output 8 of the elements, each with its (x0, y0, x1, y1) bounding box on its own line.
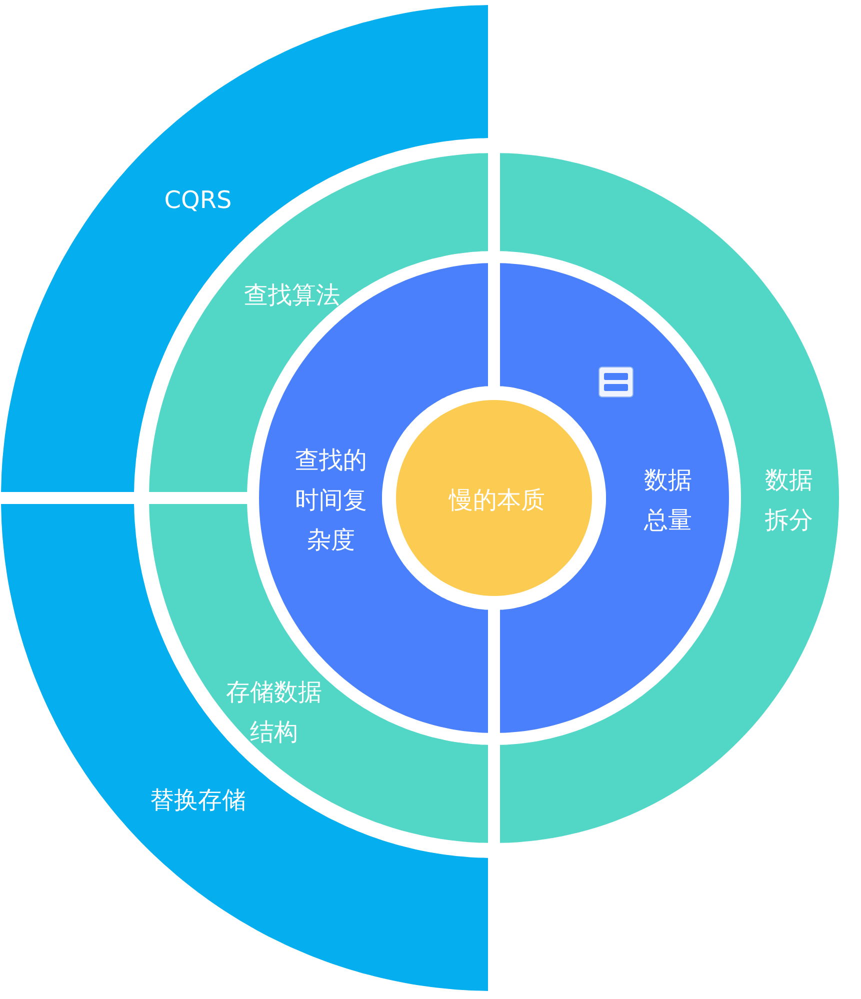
segment-label: 慢的本质 (448, 485, 546, 516)
segment-label: 存储数据结构 (225, 677, 323, 748)
segment-label: 替换存储 (149, 785, 247, 816)
segment-label: 数据总量 (643, 465, 693, 536)
segment-label: 数据拆分 (764, 465, 814, 536)
segment-label: 查找的时间复杂度 (294, 445, 368, 556)
segment-label: 查找算法 (243, 280, 341, 311)
segment-label: CQRS (163, 185, 233, 216)
